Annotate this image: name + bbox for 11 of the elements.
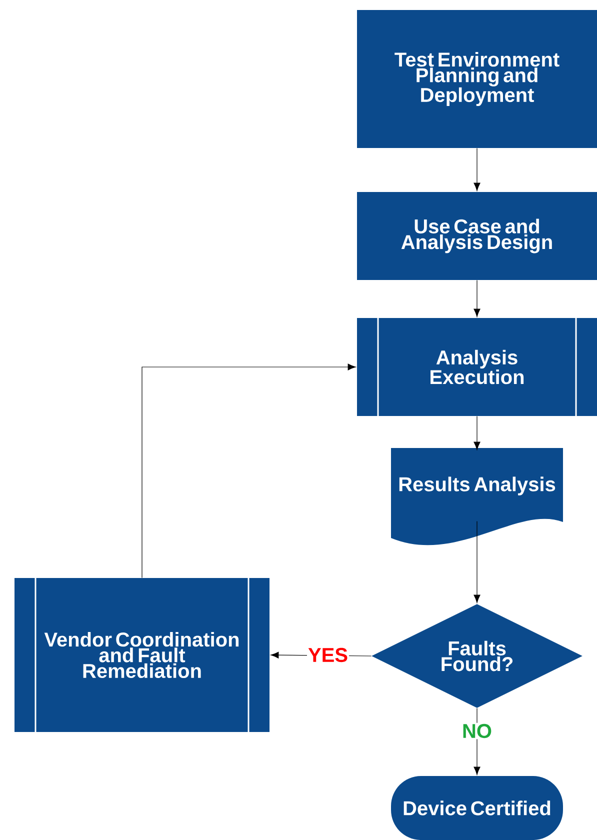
- edge-label: NO: [461, 722, 493, 740]
- process-box: Use Case and Analysis Design: [357, 192, 597, 280]
- arrow: [474, 416, 480, 450]
- process-box: Test Environment Planning and Deployment: [357, 10, 597, 148]
- arrow: [474, 520, 480, 603]
- predefined-process-box: Analysis Execution: [357, 318, 597, 416]
- edge-label: YES: [307, 646, 350, 664]
- arrow: [474, 280, 480, 317]
- arrow: [474, 148, 480, 191]
- arrow: [142, 364, 356, 578]
- predefined-process-box: Vendor Coordination and Fault Remediation: [14, 578, 270, 732]
